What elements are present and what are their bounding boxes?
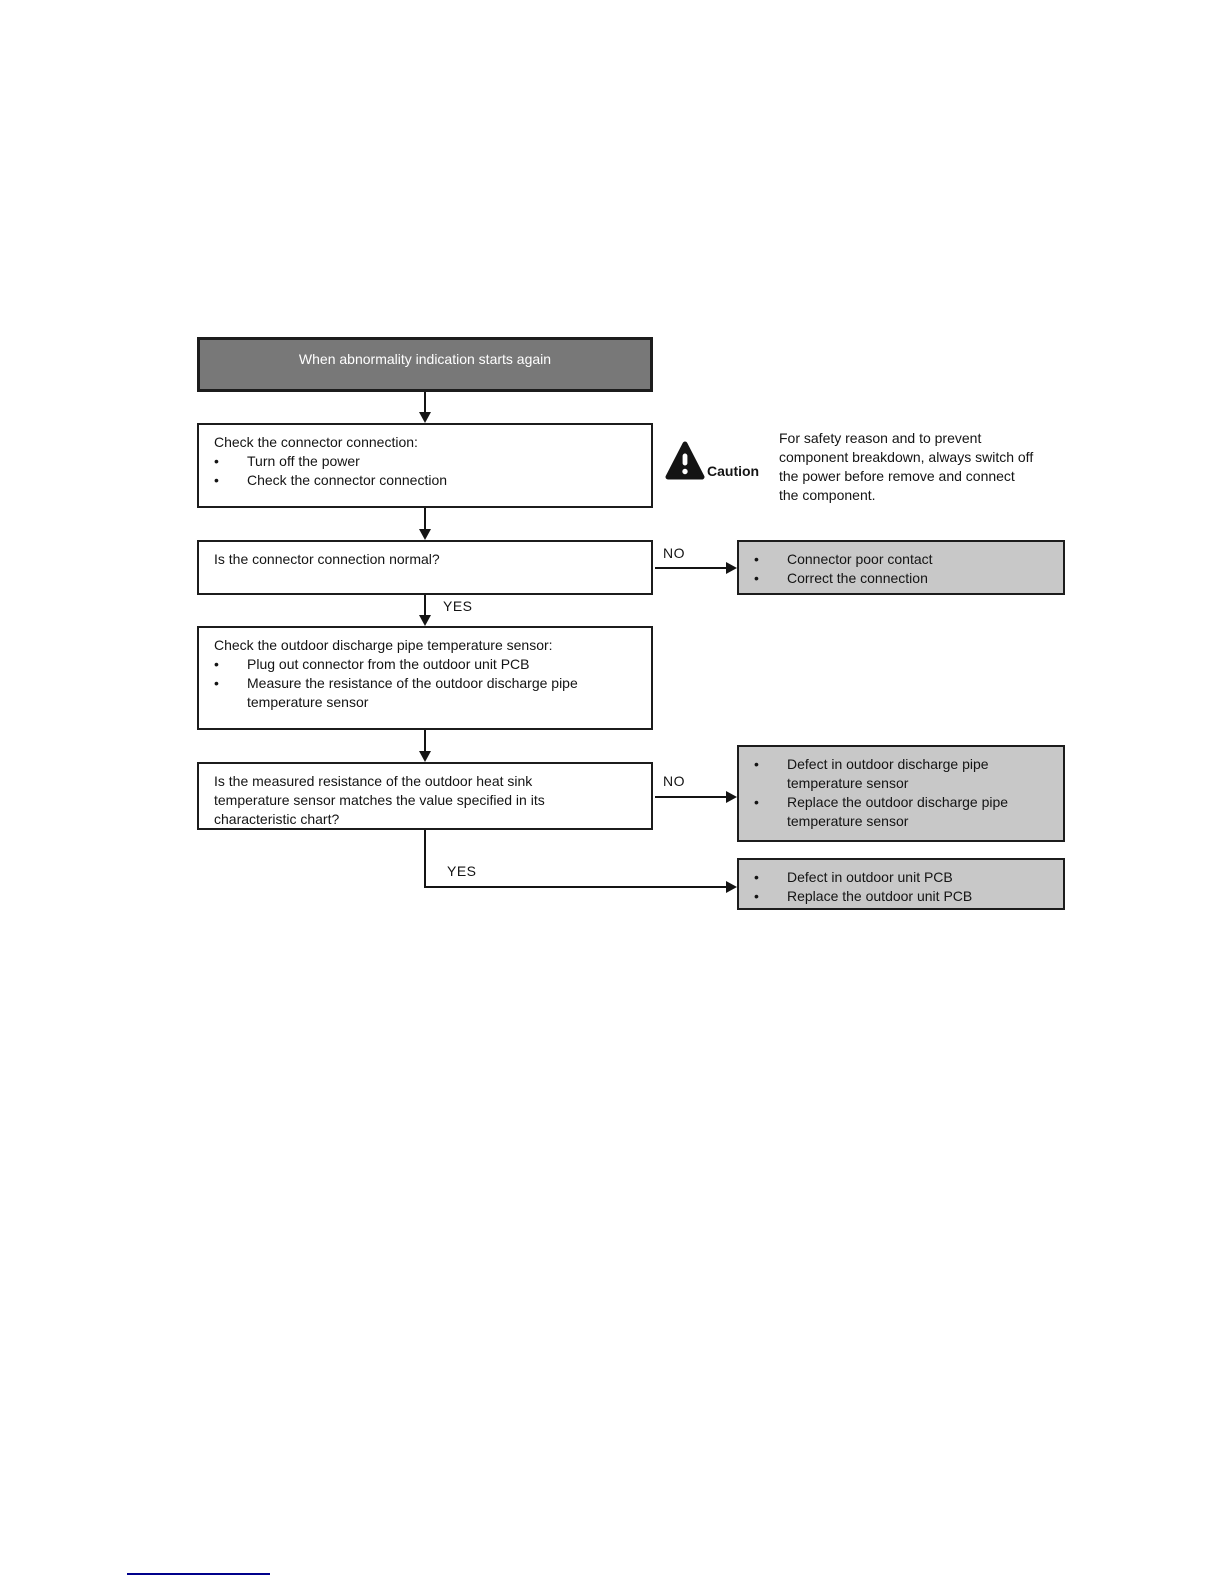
bullet-icon: • (214, 472, 219, 488)
bullet-text: Replace the outdoor discharge pipe tempe… (787, 794, 1009, 829)
bullet-icon: • (754, 756, 759, 772)
flow-node-title: Check the outdoor discharge pipe tempera… (214, 637, 553, 653)
bullet-row: • Replace the outdoor discharge pipe tem… (754, 793, 1051, 831)
bullet-text: Plug out connector from the outdoor unit… (247, 656, 530, 672)
bullet-icon: • (754, 551, 759, 567)
flow-line (424, 508, 426, 529)
branch-label-yes: YES (447, 863, 477, 879)
bullet-text: Connector poor contact (787, 551, 933, 567)
bullet-icon: • (214, 453, 219, 469)
bullet-row: • Turn off the power (214, 452, 639, 471)
bullet-row: • Plug out connector from the outdoor un… (214, 655, 639, 674)
bullet-icon: • (754, 869, 759, 885)
flow-node-decision-connector: Is the connector connection normal? (197, 540, 653, 595)
flow-line (424, 830, 426, 888)
branch-label-no: NO (663, 545, 685, 561)
arrowhead-right-icon (726, 881, 737, 893)
decision-question: Is the connector connection normal? (214, 551, 440, 567)
bullet-row: • Connector poor contact (754, 550, 1051, 569)
flow-line (655, 796, 726, 798)
decision-question: Is the measured resistance of the outdoo… (214, 773, 545, 827)
flow-node-check-sensor: Check the outdoor discharge pipe tempera… (197, 626, 653, 730)
flow-node-result-sensor-defect: • Defect in outdoor discharge pipe tempe… (737, 745, 1065, 842)
flow-node-decision-resistance: Is the measured resistance of the outdoo… (197, 762, 653, 830)
arrowhead-down-icon (419, 412, 431, 423)
flow-node-title: Check the connector connection: (214, 434, 418, 450)
flow-node-result-pcb-defect: • Defect in outdoor unit PCB • Replace t… (737, 858, 1065, 910)
branch-label-yes: YES (443, 598, 473, 614)
branch-label-no: NO (663, 773, 685, 789)
caution-warning-icon (665, 441, 705, 480)
bullet-text: Check the connector connection (247, 472, 448, 488)
bullet-row: • Check the connector connection (214, 471, 639, 490)
bullet-row: • Defect in outdoor unit PCB (754, 868, 1051, 887)
bullet-text: Turn off the power (247, 453, 360, 469)
bullet-icon: • (754, 570, 759, 586)
flow-node-result-poor-contact: • Connector poor contact • Correct the c… (737, 540, 1065, 595)
flow-node-start: When abnormality indication starts again (197, 337, 653, 392)
bullet-row: • Measure the resistance of the outdoor … (214, 674, 639, 712)
flow-line (424, 730, 426, 751)
flow-line (424, 595, 426, 615)
flow-line (424, 392, 426, 413)
flow-node-check-connector: Check the connector connection: • Turn o… (197, 423, 653, 508)
flow-line (655, 567, 726, 569)
bullet-icon: • (214, 675, 219, 691)
bullet-text: Measure the resistance of the outdoor di… (247, 675, 578, 710)
bullet-text: Defect in outdoor unit PCB (787, 869, 953, 885)
arrowhead-down-icon (419, 615, 431, 626)
bullet-row: • Defect in outdoor discharge pipe tempe… (754, 755, 1051, 793)
bullet-icon: • (754, 794, 759, 810)
flow-line (424, 886, 726, 888)
arrowhead-down-icon (419, 751, 431, 762)
bullet-text: Defect in outdoor discharge pipe tempera… (787, 756, 989, 791)
bullet-row: • Replace the outdoor unit PCB (754, 887, 1051, 906)
arrowhead-right-icon (726, 562, 737, 574)
caution-text: For safety reason and to prevent compone… (779, 430, 1034, 503)
bullet-icon: • (214, 656, 219, 672)
bullet-text: Replace the outdoor unit PCB (787, 888, 973, 904)
bullet-icon: • (754, 888, 759, 904)
flow-node-start-label: When abnormality indication starts again (298, 351, 552, 367)
arrowhead-right-icon (726, 791, 737, 803)
bullet-text: Correct the connection (787, 570, 928, 586)
caution-label: Caution (707, 463, 760, 479)
footer-rule (127, 1573, 270, 1575)
bullet-row: • Correct the connection (754, 569, 1051, 588)
arrowhead-down-icon (419, 529, 431, 540)
